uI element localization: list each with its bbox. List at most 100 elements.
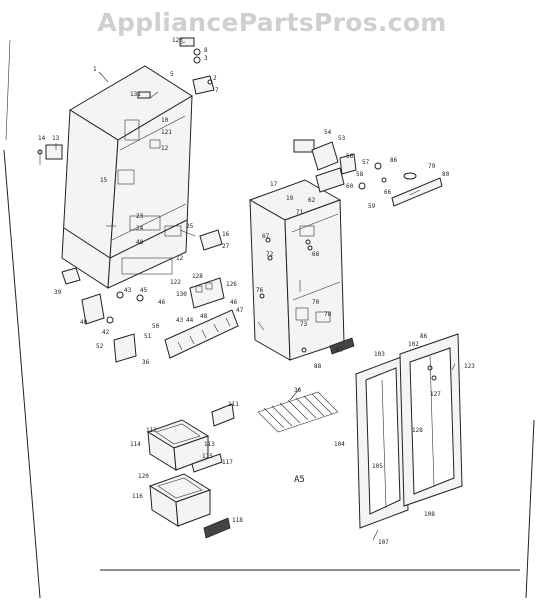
callout: 43 bbox=[176, 317, 184, 324]
callout: 43 bbox=[124, 287, 132, 294]
callout: 62 bbox=[308, 197, 316, 204]
callout: 17 bbox=[270, 181, 278, 188]
callout: 25 bbox=[186, 223, 194, 230]
callout: 52 bbox=[96, 343, 104, 350]
callout: 12 bbox=[176, 255, 184, 262]
callout: 130 bbox=[176, 291, 187, 298]
callout: 114 bbox=[130, 441, 141, 448]
callout: 45 bbox=[140, 287, 148, 294]
callout: 66 bbox=[384, 189, 392, 196]
callout: 13 bbox=[52, 135, 60, 142]
callout: 102 bbox=[408, 341, 419, 348]
callout: 72 bbox=[266, 251, 274, 258]
callout: 54 bbox=[324, 129, 332, 136]
callout: 7 bbox=[215, 87, 219, 94]
left-hinge-parts bbox=[37, 144, 144, 363]
callout: 128 bbox=[192, 273, 203, 280]
callout: 19 bbox=[286, 195, 294, 202]
callout: 121 bbox=[161, 129, 172, 136]
callout: 36 bbox=[142, 359, 150, 366]
callout: 48 bbox=[200, 313, 208, 320]
callout: 103 bbox=[374, 351, 385, 358]
callout: 12 bbox=[161, 145, 169, 152]
callout: 42 bbox=[102, 329, 110, 336]
callout: 44 bbox=[186, 317, 194, 324]
callout: 67 bbox=[262, 233, 270, 240]
callout: 122 bbox=[170, 279, 181, 286]
callout: 87 bbox=[336, 347, 344, 354]
callout: 86 bbox=[390, 157, 398, 164]
callout: 1 bbox=[93, 66, 97, 73]
wire-shelf bbox=[257, 391, 339, 433]
callout: 105 bbox=[372, 463, 383, 470]
callout: 123 bbox=[464, 363, 475, 370]
callout: 107 bbox=[378, 539, 389, 546]
callout: 10 bbox=[161, 117, 169, 124]
callout: 39 bbox=[54, 289, 62, 296]
watermark: AppliancePartsPros.com bbox=[97, 8, 447, 37]
callout: 68 bbox=[312, 251, 320, 258]
crisper-cover bbox=[164, 229, 239, 359]
fresh-food-door-frame bbox=[399, 333, 463, 507]
callout: 117 bbox=[222, 459, 233, 466]
top-hardware bbox=[137, 37, 215, 99]
callout: 46 bbox=[158, 299, 166, 306]
callout: 88 bbox=[314, 363, 322, 370]
callout: 131 bbox=[130, 91, 141, 98]
callout: 127 bbox=[430, 391, 441, 398]
callout: 78 bbox=[324, 311, 332, 318]
callout: 123 bbox=[172, 37, 183, 44]
callout: 70 bbox=[312, 299, 320, 306]
freezer-door-frame bbox=[355, 355, 409, 529]
callout: 80 bbox=[442, 171, 450, 178]
callout: 14 bbox=[38, 135, 46, 142]
callout: 73 bbox=[300, 321, 308, 328]
fan-assembly bbox=[293, 139, 443, 207]
callout: 5 bbox=[170, 71, 174, 78]
callout: 2 bbox=[213, 75, 217, 82]
callout: 76 bbox=[256, 287, 264, 294]
section-code: A5 bbox=[294, 475, 305, 485]
callout: 27 bbox=[222, 243, 230, 250]
callout: 108 bbox=[424, 511, 435, 518]
callout: 3 bbox=[204, 55, 208, 62]
callout: 24 bbox=[136, 225, 144, 232]
freezer-liner bbox=[248, 179, 345, 361]
callout: 111 bbox=[228, 401, 239, 408]
callout: 46 bbox=[230, 299, 238, 306]
callout: 53 bbox=[338, 135, 346, 142]
callout: 50 bbox=[152, 323, 160, 330]
lower-crisper-drawer bbox=[148, 473, 231, 539]
callout: 126 bbox=[226, 281, 237, 288]
callout: 120 bbox=[138, 473, 149, 480]
callout: 47 bbox=[236, 307, 244, 314]
callout: 118 bbox=[232, 517, 243, 524]
callout: 116 bbox=[132, 493, 143, 500]
callout: 112 bbox=[146, 427, 157, 434]
callout: 16 bbox=[222, 231, 230, 238]
callout: 113 bbox=[204, 441, 215, 448]
callout: 40 bbox=[80, 319, 88, 326]
callout: 86 bbox=[420, 333, 428, 340]
callout: 115 bbox=[202, 453, 213, 460]
leader-lines bbox=[55, 41, 456, 541]
callout-labels: 1 8 3 123 5 2 7 131 10 121 12 13 14 15 2… bbox=[38, 37, 475, 546]
scan-border bbox=[3, 39, 535, 599]
callout: 58 bbox=[356, 171, 364, 178]
upper-crisper-drawer bbox=[146, 419, 223, 473]
callout: 79 bbox=[428, 163, 436, 170]
callout: 56 bbox=[346, 153, 354, 160]
callout: 51 bbox=[144, 333, 152, 340]
callout: 59 bbox=[368, 203, 376, 210]
bracket-111 bbox=[211, 403, 235, 427]
callout: 60 bbox=[346, 183, 354, 190]
callout: 57 bbox=[362, 159, 370, 166]
callout: 128 bbox=[412, 427, 423, 434]
callout: 104 bbox=[334, 441, 345, 448]
callout: 36 bbox=[294, 387, 302, 394]
callout: 71 bbox=[296, 209, 304, 216]
main-cabinet bbox=[61, 65, 196, 289]
callout: 48 bbox=[136, 239, 144, 246]
